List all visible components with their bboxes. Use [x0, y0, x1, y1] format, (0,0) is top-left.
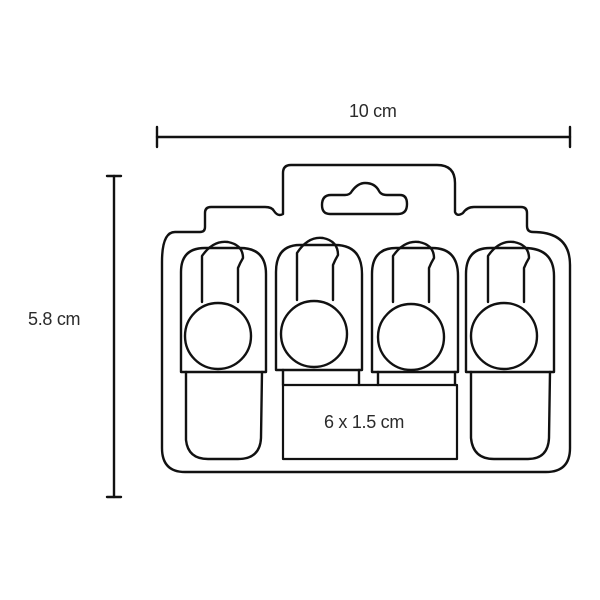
height-dimension-line [105, 174, 123, 499]
clip-1 [179, 240, 268, 461]
label-area-text: 6 x 1.5 cm [324, 412, 405, 432]
hang-hole [320, 181, 409, 216]
label-area-box [281, 383, 459, 461]
width-dimension-line [155, 125, 572, 149]
clip-3 [370, 240, 460, 387]
clip-2 [274, 236, 364, 387]
height-label: 5.8 cm [28, 309, 81, 329]
width-label: 10 cm [349, 101, 397, 121]
clip-4 [464, 240, 556, 461]
card-outline [160, 163, 572, 474]
